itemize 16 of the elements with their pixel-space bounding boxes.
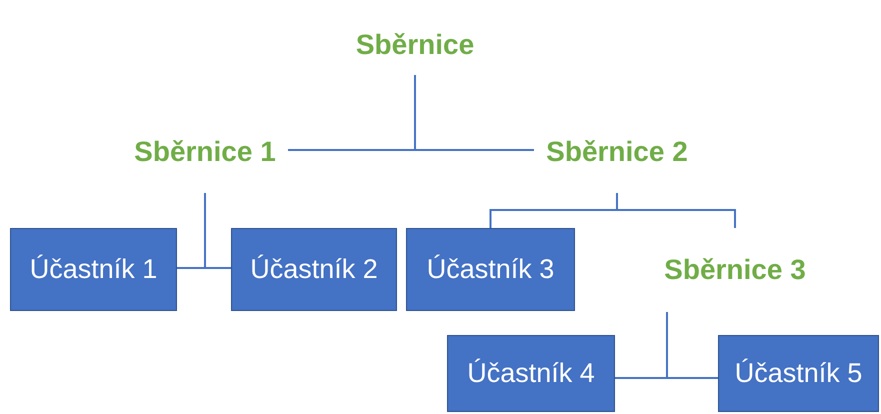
participant-label: Účastník 2 <box>250 254 378 285</box>
participant-box <box>447 335 615 412</box>
connector-line <box>204 193 231 269</box>
participant-label: Účastník 4 <box>467 358 595 389</box>
participant-label: Účastník 1 <box>30 254 158 285</box>
bus-label: Sběrnice 2 <box>546 136 688 168</box>
connector-line <box>666 312 718 379</box>
bus-label: Sběrnice 3 <box>664 254 806 286</box>
bus-label: Sběrnice 1 <box>134 136 276 168</box>
participant-box <box>406 228 575 311</box>
bus-label: Sběrnice <box>356 28 474 60</box>
participant-label: Účastník 5 <box>734 358 862 389</box>
participant-box <box>718 335 879 412</box>
participant-box <box>231 228 397 311</box>
participant-box <box>10 228 177 311</box>
participant-label: Účastník 3 <box>426 254 554 285</box>
